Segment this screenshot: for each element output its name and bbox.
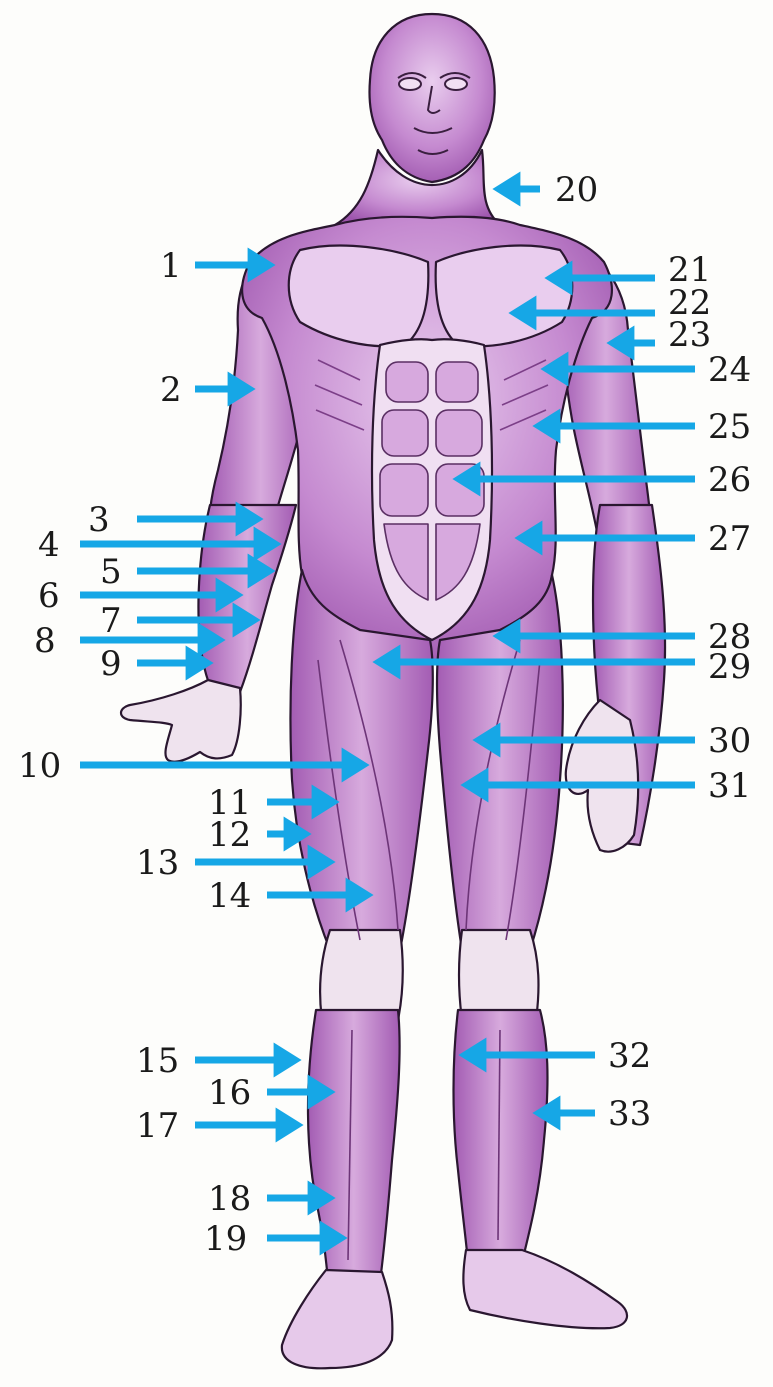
label-12: 12 xyxy=(208,815,251,855)
label-7: 7 xyxy=(100,601,122,641)
label-6: 6 xyxy=(38,576,60,616)
label-14: 14 xyxy=(208,876,251,916)
label-30: 30 xyxy=(708,721,751,761)
human-figure xyxy=(121,14,665,1368)
label-15: 15 xyxy=(136,1041,179,1081)
label-18: 18 xyxy=(208,1179,251,1219)
label-4: 4 xyxy=(38,525,60,565)
left-knee xyxy=(320,930,403,1020)
label-2: 2 xyxy=(160,370,182,410)
head xyxy=(370,14,495,182)
label-25: 25 xyxy=(708,407,751,447)
label-33: 33 xyxy=(608,1094,651,1134)
right-knee xyxy=(459,930,538,1020)
label-10: 10 xyxy=(18,746,61,786)
label-1: 1 xyxy=(160,246,182,286)
abdominal-block xyxy=(372,339,492,640)
label-17: 17 xyxy=(136,1106,179,1146)
right-foot xyxy=(463,1250,627,1328)
label-24: 24 xyxy=(708,350,751,390)
label-9: 9 xyxy=(100,644,122,684)
label-13: 13 xyxy=(136,843,179,883)
label-31: 31 xyxy=(708,766,751,806)
left-foot xyxy=(282,1270,393,1368)
label-26: 26 xyxy=(708,460,751,500)
label-16: 16 xyxy=(208,1073,251,1113)
label-5: 5 xyxy=(100,552,122,592)
left-hand xyxy=(121,680,241,762)
label-32: 32 xyxy=(608,1036,651,1076)
label-23: 23 xyxy=(668,315,711,355)
label-8: 8 xyxy=(34,621,56,661)
right-hand xyxy=(566,700,638,852)
label-29: 29 xyxy=(708,647,751,687)
label-27: 27 xyxy=(708,519,751,559)
label-19: 19 xyxy=(204,1219,247,1259)
label-3: 3 xyxy=(88,500,110,540)
label-20: 20 xyxy=(555,170,598,210)
